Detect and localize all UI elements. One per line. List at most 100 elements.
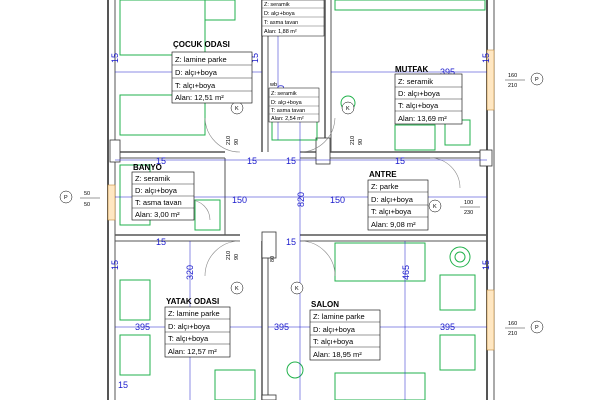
svg-text:K: K [346,106,350,112]
dim-820: 820 [296,192,306,207]
svg-text:K: K [295,286,299,292]
door-tags: 210 90 210 90 210 90 80 [226,136,364,262]
svg-text:Z: seramik: Z: seramik [135,174,170,183]
svg-text:T: alçı+boya: T: alçı+boya [175,81,216,90]
svg-text:Alan: 18,95 m²: Alan: 18,95 m² [313,350,362,359]
svg-text:T: alçı+boya: T: alçı+boya [371,207,412,216]
svg-text:210: 210 [226,136,232,145]
dim-15-e: 15 [481,260,491,270]
svg-text:Z: seramik: Z: seramik [264,2,290,8]
p-marker-icon [530,72,544,86]
dim-15-i: 15 [395,156,405,166]
svg-text:80: 80 [270,256,276,262]
furniture [119,0,486,400]
marker-labels: P P P K K K K K [64,77,539,331]
dim-15-j: 15 [156,237,166,247]
svg-text:100: 100 [464,200,473,206]
svg-text:Z: lamine parke: Z: lamine parke [313,312,365,321]
room-antre: ANTRE Z: parke D: alçı+boya T: alçı+boya… [367,170,429,231]
svg-text:Z: lamine parke: Z: lamine parke [175,55,227,64]
dim-15-c: 15 [118,380,128,390]
room-top: Z: seramik D: alçı+boya T: asma tavan Al… [261,0,325,37]
svg-text:T: alçı+boya: T: alçı+boya [398,101,439,110]
p-marker-icon [59,190,73,204]
svg-text:Z: parke: Z: parke [371,182,399,191]
svg-text:50: 50 [84,191,90,197]
svg-text:wb: wb [269,82,277,88]
svg-text:Alan: 2,54 m²: Alan: 2,54 m² [271,116,304,122]
dim-150-a: 150 [232,195,247,205]
dim-395-bedroom: 395 [135,322,150,332]
svg-text:230: 230 [464,210,473,216]
dim-15-f: 15 [156,156,166,166]
svg-text:P: P [535,325,539,331]
plant-icon-2 [286,361,304,379]
svg-text:D: alçı+boya: D: alçı+boya [398,89,441,98]
k-marker-icon [428,199,442,213]
sofa [334,242,426,282]
svg-text:D: alçı+boya: D: alçı+boya [135,186,178,195]
svg-text:160: 160 [508,321,517,327]
svg-text:210: 210 [508,83,517,89]
dim-395-right: 395 [440,322,455,332]
svg-text:Alan: 3,00 m²: Alan: 3,00 m² [135,210,180,219]
svg-text:ANTRE: ANTRE [369,170,397,179]
svg-text:K: K [433,204,437,210]
svg-text:T: alçı+boya: T: alçı+boya [168,334,209,343]
svg-text:P: P [64,195,68,201]
svg-text:D: alçı+boya: D: alçı+boya [168,322,211,331]
dim-395-kitchen: 395 [440,67,455,77]
svg-text:D: alçı+boya: D: alçı+boya [271,100,303,106]
svg-text:90: 90 [234,139,240,145]
svg-text:ÇOCUK ODASI: ÇOCUK ODASI [173,40,230,49]
window-tags: 160 210 100 230 160 210 50 50 [80,73,525,337]
svg-text:Alan: 9,08 m²: Alan: 9,08 m² [371,220,416,229]
svg-text:Z: seramik: Z: seramik [398,77,433,86]
room-mutfak: MUTFAK Z: seramik D: alçı+boya T: alçı+b… [394,65,463,125]
bed-child [119,0,206,56]
dim-320: 320 [185,265,195,280]
svg-text:D: alçı+boya: D: alçı+boya [175,68,218,77]
svg-text:T: alçı+boya: T: alçı+boya [313,337,354,346]
dim-15-k: 15 [286,237,296,247]
svg-text:Z: seramik: Z: seramik [271,91,297,97]
room-cocuk: ÇOCUK ODASI Z: lamine parke D: alçı+boya… [171,40,253,104]
dim-465: 465 [401,265,411,280]
svg-text:BANYO: BANYO [133,163,162,172]
svg-text:D: alçı+boya: D: alçı+boya [313,325,356,334]
svg-text:MUTFAK: MUTFAK [395,65,429,74]
svg-text:210: 210 [508,331,517,337]
plant-icon [449,246,471,268]
svg-text:D: alçı+boya: D: alçı+boya [264,11,296,17]
svg-text:K: K [235,286,239,292]
svg-text:210: 210 [226,251,232,260]
dim-15-b: 15 [110,260,120,270]
doors [189,117,461,277]
windows [107,49,495,351]
k-marker-icon [230,281,244,295]
room-banyo: BANYO Z: seramik D: alçı+boya T: asma ta… [131,163,195,221]
dim-15-d: 15 [481,53,491,63]
dim-15-h: 15 [286,156,296,166]
svg-text:90: 90 [358,139,364,145]
svg-text:T: asma tavan: T: asma tavan [271,108,305,114]
svg-text:T: asma tavan: T: asma tavan [264,20,298,26]
svg-text:160: 160 [508,73,517,79]
room-yatak: YATAK ODASI Z: lamine parke D: alçı+boya… [164,297,231,358]
svg-text:YATAK ODASI: YATAK ODASI [166,297,219,306]
markers [59,72,544,334]
dim-15-a: 15 [110,53,120,63]
dim-395-salon: 395 [274,322,289,332]
bed-child-2 [119,94,206,136]
svg-text:Z: lamine parke: Z: lamine parke [168,309,220,318]
svg-text:Alan: 1,88 m²: Alan: 1,88 m² [264,29,297,35]
k-marker-icon [290,281,304,295]
svg-text:50: 50 [84,202,90,208]
dim-15-l: 15 [250,53,260,63]
room-salon: SALON Z: lamine parke D: alçı+boya T: al… [309,300,381,361]
dim-15-g: 15 [247,156,257,166]
svg-text:Alan: 12,57 m²: Alan: 12,57 m² [168,347,217,356]
svg-text:SALON: SALON [311,300,339,309]
columns [109,137,493,400]
